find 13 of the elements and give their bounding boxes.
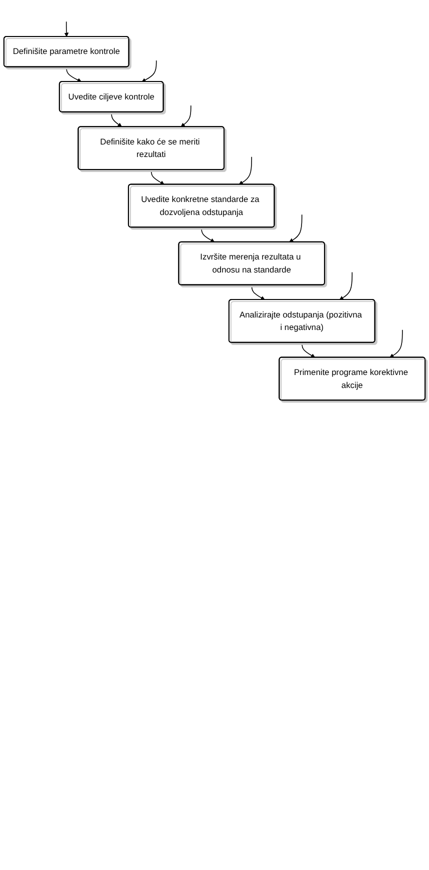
arrow — [289, 214, 302, 242]
arrow — [142, 60, 157, 82]
arrow — [339, 272, 353, 300]
arrow — [201, 226, 215, 242]
arrow — [150, 169, 164, 185]
arrow — [390, 329, 403, 358]
arrow — [64, 21, 69, 37]
arrow — [180, 105, 192, 128]
arrow — [302, 342, 316, 358]
arrow — [66, 66, 82, 82]
arrow — [238, 156, 252, 185]
arrow — [251, 284, 265, 300]
arrow — [111, 112, 122, 128]
